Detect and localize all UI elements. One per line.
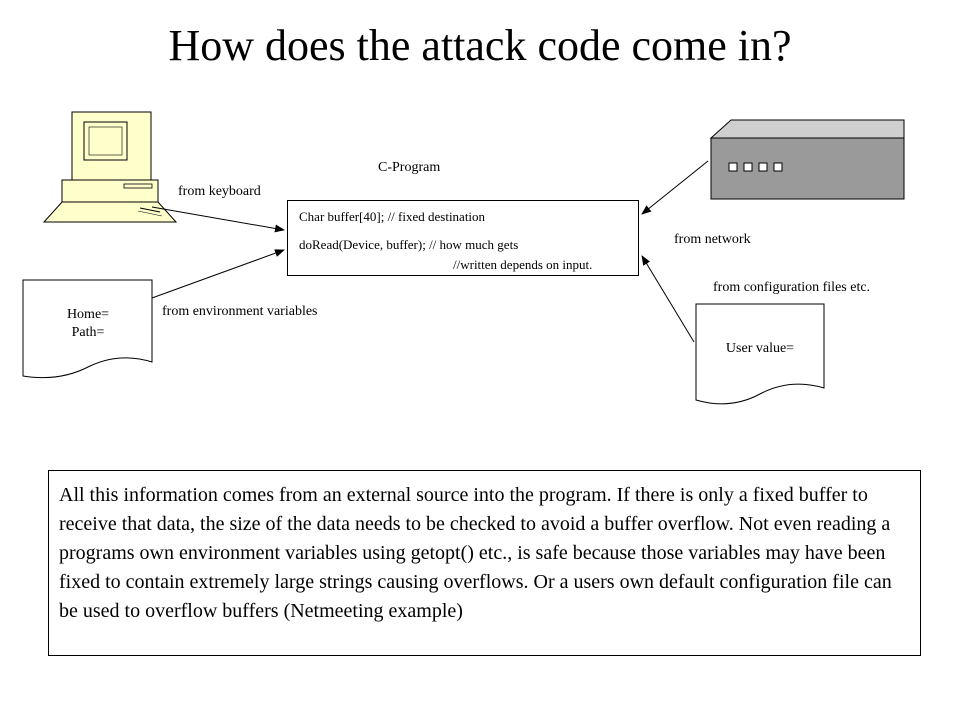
explanation-note: All this information comes from an exter…	[48, 470, 921, 656]
computer-icon	[42, 111, 178, 223]
config-document-shape	[695, 303, 825, 405]
drive-slot	[123, 183, 153, 189]
config-document-text: User value=	[712, 340, 808, 358]
device-light-3	[758, 162, 768, 172]
label-from-config: from configuration files etc.	[713, 280, 871, 295]
code-line-doread: doRead(Device, buffer); // how much gets	[299, 237, 519, 252]
monitor-screen	[83, 121, 128, 161]
monitor-screen-inner	[88, 126, 123, 156]
config-user-value: User value=	[725, 341, 795, 356]
label-from-environment: from environment variables	[162, 304, 318, 319]
keyboard	[42, 201, 178, 223]
device-light-2	[743, 162, 753, 172]
page-title: How does the attack code come in?	[168, 21, 792, 70]
device-light-4	[773, 162, 783, 172]
env-path: Path=	[71, 325, 105, 340]
system-unit	[61, 179, 159, 203]
code-line-written: //written depends on input.	[453, 257, 593, 272]
keyboard-keys	[139, 207, 161, 213]
label-from-keyboard: from keyboard	[178, 184, 261, 199]
program-label: C-Program	[378, 160, 441, 175]
arrow-from-keyboard	[151, 206, 285, 233]
env-document-shape	[22, 279, 153, 379]
code-line-buffer: Char buffer[40]; // fixed destination	[299, 209, 486, 224]
arrow-from-config	[641, 255, 695, 343]
device-top	[709, 119, 905, 139]
device-front	[710, 137, 905, 200]
arrow-from-environment	[151, 249, 285, 299]
env-home: Home=	[66, 307, 110, 322]
network-device-icon	[709, 119, 905, 200]
env-document-text: Home= Path=	[50, 306, 126, 342]
program-code-box: Char buffer[40]; // fixed destination do…	[287, 200, 639, 276]
device-light-1	[728, 162, 738, 172]
label-from-network: from network	[674, 232, 751, 247]
arrow-from-network	[641, 160, 709, 215]
